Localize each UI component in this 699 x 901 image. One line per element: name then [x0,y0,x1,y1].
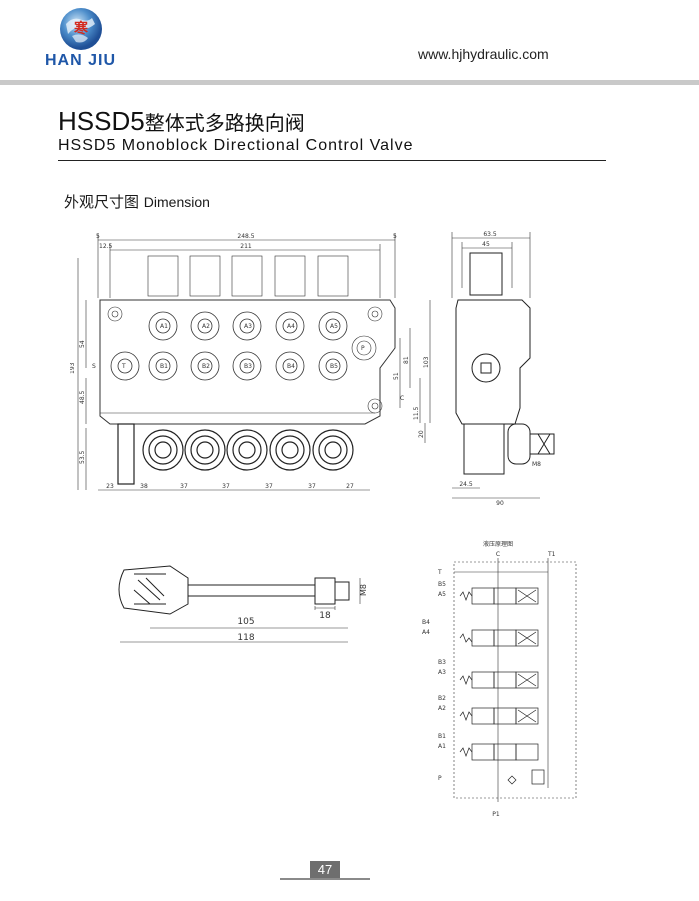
schematic-label-a2: A2 [438,705,446,712]
handle-drawing: 105 118 18 M8 [118,565,368,643]
section-heading-cn: 外观尺寸图 [64,193,140,211]
header-divider [0,80,699,85]
port-label-b5: B5 [330,363,338,370]
port-label-t: T [121,363,126,370]
schematic-label-a1: A1 [438,743,446,750]
schematic-label-c: C [496,551,500,558]
schematic-title: 液压原理图 [483,540,513,548]
port-label-a5: A5 [330,323,338,330]
section-heading: 外观尺寸图 Dimension [64,191,210,212]
dim-top-offset: 12.5 [99,243,113,250]
dim-bottom-5: 37 [308,483,316,490]
schematic-label-a5: A5 [438,591,446,598]
dim-r1: 103 [423,356,430,368]
globe-logo-icon: 寒 [60,8,102,50]
side-dim-top: 63.5 [483,231,497,238]
port-label-p: P [361,345,365,352]
page-number-badge [310,861,340,878]
side-dim-bottom2: 90 [496,500,504,507]
page-footer-bar [280,878,370,880]
dim-left-small: 5 [96,233,100,240]
port-label-a2: A2 [202,323,210,330]
port-label-c: C [400,395,404,402]
port-label-b4: B4 [287,363,295,370]
svg-text:寒: 寒 [74,20,89,37]
dim-v1: 54 [79,340,86,348]
dim-bottom-1: 38 [140,483,148,490]
port-label-a1: A1 [160,323,168,330]
schematic-label-t: T [437,569,442,576]
handle-dim-105: 105 [237,617,254,627]
schematic-label-b5: B5 [438,581,446,588]
dim-height: 193 [70,362,76,374]
side-view-drawing: 63.5 45 24.5 90 M8 [451,231,555,507]
dim-bottom-3: 37 [222,483,230,490]
page-subtitle: HSSD5 Monoblock Directional Control Valv… [58,137,414,154]
schematic-label-t1: T1 [547,551,556,558]
port-label-a4: A4 [287,323,295,330]
page-number: 47 [317,862,333,877]
port-label-s: S [92,363,96,370]
schematic-label-p: P [438,775,442,782]
port-label-b3: B3 [244,363,252,370]
dim-bottom-0: 23 [106,483,114,490]
handle-dim-18: 18 [319,611,331,621]
title-divider [58,160,606,161]
dim-r2: 81 [403,356,410,364]
handle-thread: M8 [359,584,368,596]
dim-r5: 20 [418,430,425,438]
dim-v3: 53.5 [79,450,86,464]
schematic-label-a4: A4 [422,629,430,636]
dim-bottom-6: 27 [346,483,354,490]
dim-bottom-2: 37 [180,483,188,490]
schematic-label-b4: B4 [422,619,430,626]
schematic-label-b2: B2 [438,695,446,702]
side-thread: M8 [532,461,541,468]
dim-r3: 51 [393,372,400,380]
schematic-label-b3: B3 [438,659,446,666]
dim-bottom-4: 37 [265,483,273,490]
port-label-b2: B2 [202,363,210,370]
title-chinese: 整体式多路换向阀 [144,111,305,135]
model-name: HSSD5 [58,106,145,136]
dim-overall-width: 248.5 [237,233,254,240]
website-url[interactable]: www.hjhydraulic.com [418,46,549,62]
section-heading-en: Dimension [143,194,210,210]
port-label-a3: A3 [244,323,252,330]
schematic-label-p1: P1 [492,811,500,818]
side-dim-top2: 45 [482,241,490,248]
hydraulic-schematic: 液压原理图 C T1 P1 T B5 A5 B4 A4 B3 A3 B2 A2 [422,540,577,818]
dim-r4: 11.5 [413,406,420,420]
brand-name: HAN JIU [45,52,117,69]
side-dim-bottom1: 24.5 [459,481,473,488]
dim-right-small: 5 [393,233,397,240]
dim-inner-width: 211 [240,243,252,250]
port-label-b1: B1 [160,363,168,370]
dim-v2: 48.5 [79,390,86,404]
front-view-drawing: 248.5 211 5 5 12.5 193 54 48.5 53.5 103 … [70,233,431,491]
schematic-label-b1: B1 [438,733,446,740]
schematic-label-a3: A3 [438,669,446,676]
page-title: HSSD5整体式多路换向阀 [58,106,305,137]
handle-dim-118: 118 [237,633,254,643]
